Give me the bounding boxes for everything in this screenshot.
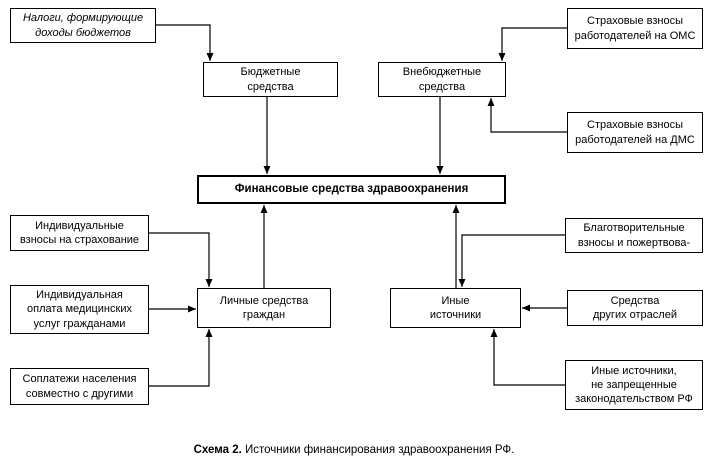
node-other-legal: Иные источники, не запрещенные законодат…	[565, 360, 703, 410]
node-extrabudget-funds-label: Внебюджетные средства	[402, 66, 482, 93]
node-other-industries-label: Средства других отраслей	[593, 294, 677, 321]
node-oms-contrib-label: Страховые взносы работодателей на ОМС	[574, 15, 696, 42]
node-copayments: Соплатежи населения совместно с другими	[10, 368, 149, 405]
node-individual-insurance: Индивидуальные взносы на страхование	[10, 215, 149, 251]
node-other-legal-label: Иные источники, не запрещенные законодат…	[575, 364, 693, 406]
arrow-charity-to-other	[458, 234, 565, 287]
node-individual-payment-label: Индивидуальная оплата медицинских услуг …	[27, 289, 132, 330]
node-other-industries: Средства других отраслей	[567, 290, 703, 326]
node-individual-insurance-label: Индивидуальные взносы на страхование	[19, 219, 140, 246]
arrow-taxes-to-budget	[156, 24, 214, 61]
node-finance: Финансовые средства здравоохранения	[197, 175, 506, 204]
node-oms-contrib: Страховые взносы работодателей на ОМС	[567, 8, 703, 49]
arrow-dms-to-extrabudget	[487, 98, 567, 133]
node-budget-funds: Бюджетные средства	[203, 62, 338, 97]
diagram-caption: Схема 2. Источники финансирования здраво…	[0, 444, 708, 456]
node-copayments-label: Соплатежи населения совместно с другими	[22, 373, 137, 400]
node-taxes: Налоги, формирующие доходы бюджетов	[10, 8, 156, 43]
node-personal-funds: Личные средства граждан	[197, 288, 331, 328]
node-personal-funds-label: Личные средства граждан	[219, 294, 309, 321]
arrow-individual-insurance-to-personal	[149, 232, 213, 287]
arrow-oms-to-extrabudget	[498, 27, 567, 61]
node-budget-funds-label: Бюджетные средства	[240, 66, 301, 93]
node-charity-label: Благотворительные взносы и пожертвова-	[577, 222, 691, 249]
node-individual-payment: Индивидуальная оплата медицинских услуг …	[10, 285, 149, 334]
node-dms-contrib: Страховые взносы работодателей на ДМС	[567, 112, 703, 153]
node-other-sources: Иные источники	[390, 288, 521, 328]
arrow-copayments-to-personal	[149, 329, 213, 387]
node-extrabudget-funds: Внебюджетные средства	[378, 62, 506, 97]
node-charity: Благотворительные взносы и пожертвова-	[565, 218, 703, 253]
caption-text: Источники финансирования здравоохранения…	[241, 444, 515, 456]
node-finance-label: Финансовые средства здравоохранения	[234, 183, 469, 196]
arrow-legal-to-other	[490, 329, 565, 386]
node-dms-contrib-label: Страховые взносы работодателей на ДМС	[575, 119, 695, 146]
node-other-sources-label: Иные источники	[429, 294, 482, 321]
node-taxes-label: Налоги, формирующие доходы бюджетов	[22, 12, 144, 39]
caption-number: Схема 2.	[193, 444, 242, 456]
